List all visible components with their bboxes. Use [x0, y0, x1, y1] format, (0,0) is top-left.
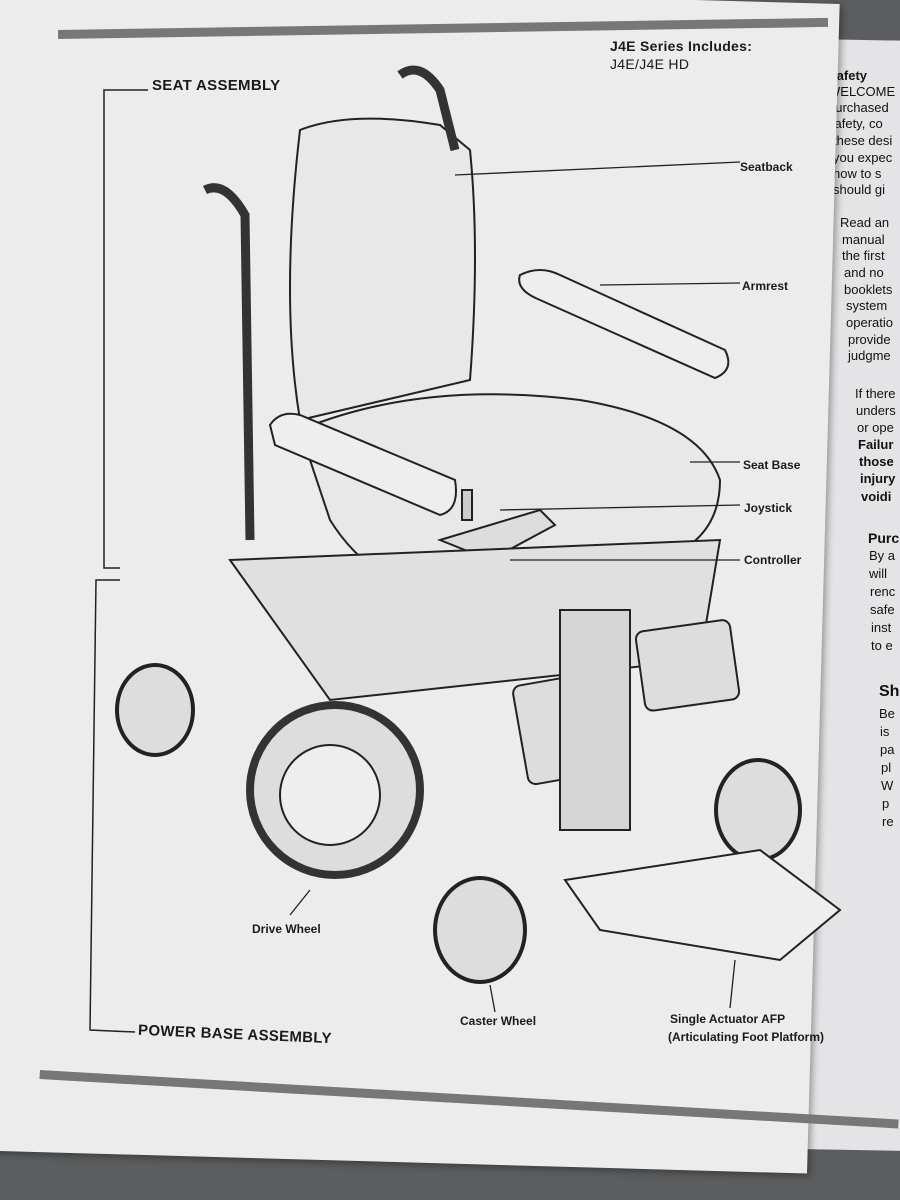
armrest-right: [518, 269, 730, 380]
joystick-stick: [461, 489, 473, 521]
text-line: you expec: [833, 150, 893, 165]
text-line: Purc: [868, 530, 900, 546]
text-line: voidi: [861, 489, 892, 504]
seatback-shape: [289, 117, 476, 422]
text-line: pl: [881, 760, 892, 775]
caster-wheel-right: [714, 758, 802, 862]
seat-bracket: [103, 89, 148, 569]
base-bracket: [89, 579, 136, 1033]
actuator: [559, 609, 631, 831]
text-line: purchased: [828, 100, 889, 115]
text-line: system: [846, 298, 888, 313]
callout-afp: Single Actuator AFP: [670, 1012, 786, 1026]
seat-assembly-heading: SEAT ASSEMBLY: [152, 77, 281, 94]
callout-controller: Controller: [744, 553, 802, 567]
text-line: those: [859, 454, 894, 469]
text-line: safety, co: [828, 116, 883, 131]
caster-wheel-front-left: [115, 663, 195, 757]
callout-armrest: Armrest: [742, 279, 789, 293]
text-line: judgme: [848, 348, 891, 363]
text-line: p: [882, 796, 890, 811]
caster-wheel-front: [433, 876, 527, 984]
text-line: provide: [848, 332, 891, 347]
footrest-pad: [634, 619, 741, 712]
text-line: By a: [869, 548, 896, 563]
text-line: pa: [880, 742, 895, 757]
text-line: re: [882, 814, 894, 829]
armrest-left: [268, 412, 457, 517]
text-line: is: [880, 724, 890, 739]
callout-caster-wheel: Caster Wheel: [460, 1014, 537, 1028]
text-line: or ope: [857, 420, 894, 435]
text-line: WELCOME: [828, 84, 896, 99]
text-line: to e: [871, 638, 893, 653]
callout-lines: [289, 161, 741, 1013]
text-line: injury: [860, 471, 896, 486]
text-line: inst: [871, 620, 892, 635]
text-line: how to s: [833, 166, 882, 181]
callout-joystick: Joystick: [744, 501, 793, 515]
text-line: renc: [870, 584, 896, 599]
text-line: W: [881, 778, 894, 793]
text-line: unders: [856, 403, 896, 418]
series-models: J4E/J4E HD: [610, 56, 690, 72]
text-line: Sh: [879, 683, 900, 700]
push-handle: [397, 65, 460, 152]
text-line: booklets: [844, 282, 893, 297]
push-handle: [202, 183, 255, 541]
drive-wheel-hub: [279, 744, 381, 846]
callout-drive-wheel: Drive Wheel: [252, 922, 321, 936]
series-title: J4E Series Includes:: [610, 38, 753, 54]
callout-seat-base: Seat Base: [743, 458, 801, 472]
text-line: and no: [844, 265, 884, 280]
text-line: Be: [879, 706, 895, 721]
text-line: the first: [842, 248, 885, 263]
text-line: manual: [842, 232, 885, 247]
text-line: Failur: [858, 437, 894, 452]
text-line: operatio: [846, 315, 893, 330]
text-line: should gi: [833, 182, 886, 197]
text-line: will: [869, 566, 888, 581]
callout-seatback: Seatback: [740, 160, 793, 174]
text-line: safe: [870, 602, 895, 617]
foot-platform: [563, 848, 842, 962]
text-line: these desi: [833, 133, 893, 148]
text-line: If there: [855, 386, 896, 401]
text-line: Read an: [840, 215, 890, 230]
callout-afp-subtitle: (Articulating Foot Platform): [668, 1030, 824, 1044]
